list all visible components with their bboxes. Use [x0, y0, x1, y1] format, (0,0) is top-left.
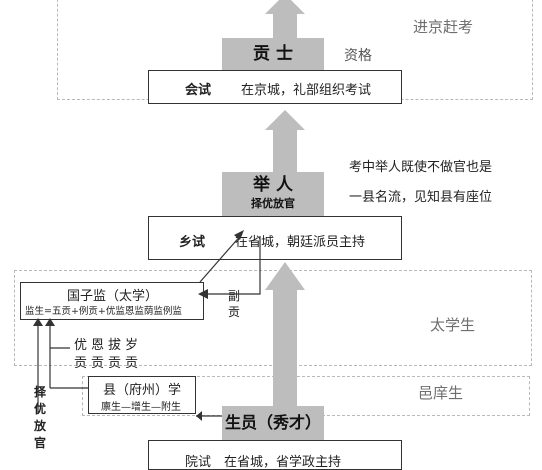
region-label-yixiang: 邑庠生 — [418, 384, 464, 402]
shengyuan-title-box: 生员（秀才） — [222, 406, 324, 440]
flow-arrow-bottom — [265, 262, 305, 410]
gong-types-line1: 优恩拔岁 — [74, 338, 143, 353]
region-label-taixue: 太学生 — [430, 316, 476, 334]
juren-note-line2: 一县名流，见知县有座位 — [349, 190, 493, 205]
xiangshi-name: 乡试 — [179, 235, 206, 250]
xiangshi-desc: 在省城，朝廷派员主持 — [235, 235, 366, 250]
yuanshi-box: 院试 在省城，省学政主持 — [148, 440, 402, 470]
huishi-desc: 在京城，礼部组织考试 — [241, 83, 372, 98]
fugong-label: 副 贡 — [228, 289, 241, 319]
guozijian-to-xiangshi-arrow — [199, 230, 244, 283]
zeyou-label: 择 优 放 官 — [34, 385, 47, 450]
left-connectors — [33, 318, 88, 414]
guozijian-box: 国子监（太学） 监生=五贡+例贡+优监恩监荫监例监 — [20, 282, 204, 320]
juren-title-box: 举 人 择优放官 — [222, 172, 324, 216]
xianxue-to-shengyuan-connector — [196, 411, 224, 421]
guozijian-members: 监生=五贡+例贡+优监恩监荫监例监 — [25, 306, 182, 317]
huishi-name: 会试 — [185, 83, 212, 98]
yuanshi-text: 院试 在省城，省学政主持 — [185, 455, 342, 470]
xianxue-box: 县（府州）学 廪生—增生—附生 — [88, 376, 196, 414]
juren-note-line1: 考中举人既使不做官也是 — [349, 160, 493, 175]
xianxue-title: 县（府州）学 — [103, 383, 182, 398]
guozijian-title: 国子监（太学） — [67, 289, 159, 304]
huishi-box: 会试 在京城，礼部组织考试 — [148, 70, 402, 104]
gongshi-qualification-label: 资格 — [344, 48, 372, 64]
xiangshi-box: 乡试 在省城，朝廷派员主持 — [148, 216, 402, 260]
juren-title: 举 人 — [253, 175, 293, 195]
fugong-connector — [198, 236, 261, 299]
xianxue-members: 廪生—增生—附生 — [101, 402, 181, 413]
region-label-jinjing: 进京赶考 — [413, 18, 474, 36]
gongshi-title-box: 贡 士 — [222, 38, 324, 70]
flow-arrow-top — [265, 0, 305, 40]
flow-arrow-middle — [265, 110, 305, 172]
juren-subtitle: 择优放官 — [251, 197, 295, 210]
gong-types-line2: 贡贡贡贡 — [74, 356, 143, 371]
